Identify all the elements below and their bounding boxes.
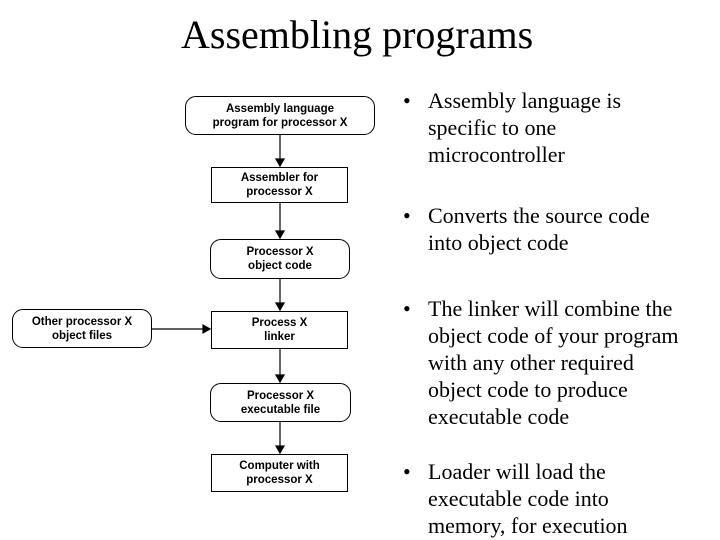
- flow-box-other-object-files: Other processor X object files: [12, 309, 152, 348]
- bullet-text-line: microcontroller: [428, 142, 565, 167]
- bullet-text-line: executable code: [428, 404, 570, 429]
- flow-box-label-line: Computer with: [239, 460, 320, 472]
- bullet-text-line: object code to produce: [428, 377, 628, 402]
- bullet-text-line: executable code into: [428, 486, 609, 511]
- bullet-text-line: Loader will load the: [428, 459, 606, 484]
- flow-box-assembly-language-program: Assembly language program for processor …: [185, 96, 375, 135]
- flow-box-label-line: Process X: [251, 317, 308, 329]
- bullet-text-line: Assembly language is: [428, 88, 622, 113]
- flow-box-label-line: object files: [51, 329, 113, 342]
- bullet-text-line: with any other required: [428, 350, 634, 375]
- flow-arrow-2: [274, 203, 286, 240]
- flow-box-label-line: Assembler for: [240, 172, 319, 184]
- bullet-text-line: memory, for execution: [428, 513, 628, 538]
- bullet-icon: •: [403, 459, 411, 484]
- bullet-text-line: Converts the source code: [428, 203, 650, 228]
- slide-title: Assembling programs: [181, 12, 534, 57]
- flow-box-computer: Computer with processor X: [211, 454, 348, 492]
- flow-box-label-line: Processor X: [246, 389, 315, 402]
- bullet-text: Converts the source code into object cod…: [428, 202, 650, 256]
- bullet-item-converts-source: • Converts the source code into object c…: [400, 202, 716, 256]
- flow-arrow-4: [274, 349, 286, 384]
- flow-box-processor-object-code: Processor X object code: [210, 239, 350, 279]
- bullet-icon: •: [403, 88, 411, 113]
- bullet-item-assembly-specific: • Assembly language is specific to one m…: [400, 87, 716, 168]
- bullet-text-line: The linker will combine the: [428, 296, 673, 321]
- flow-box-label-line: linker: [264, 331, 295, 343]
- bullet-text: The linker will combine the object code …: [428, 295, 678, 430]
- flow-box-label-line: Processor X: [246, 246, 314, 258]
- bullet-text-line: object code of your program: [428, 323, 679, 348]
- flow-box-label-line: executable file: [240, 403, 321, 416]
- flow-arrow-1: [274, 135, 286, 168]
- flow-box-label-line: Other processor X: [31, 315, 133, 328]
- bullet-text-line: specific to one: [428, 115, 557, 140]
- bullet-icon: •: [403, 296, 411, 321]
- flow-box-executable-file: Processor X executable file: [210, 383, 351, 422]
- flow-box-label-line: program for processor X: [212, 116, 348, 129]
- flow-arrow-3: [274, 279, 286, 312]
- flow-box-label-line: object code: [248, 260, 312, 272]
- flow-box-linker: Process X linker: [211, 311, 348, 349]
- bullet-icon: •: [403, 203, 411, 228]
- bullet-text-line: into object code: [428, 230, 569, 255]
- bullet-text: Loader will load the executable code int…: [428, 458, 628, 539]
- flow-arrow-side: [152, 323, 212, 335]
- flow-box-label-line: Assembly language: [225, 102, 334, 115]
- flow-box-label-line: processor X: [246, 474, 313, 486]
- bullet-item-linker-combines: • The linker will combine the object cod…: [400, 295, 716, 430]
- bullet-text: Assembly language is specific to one mic…: [428, 87, 621, 168]
- flow-arrow-5: [274, 422, 286, 455]
- flow-box-assembler: Assembler for processor X: [211, 167, 348, 203]
- flow-box-label-line: processor X: [246, 186, 313, 198]
- bullet-item-loader: • Loader will load the executable code i…: [400, 458, 716, 539]
